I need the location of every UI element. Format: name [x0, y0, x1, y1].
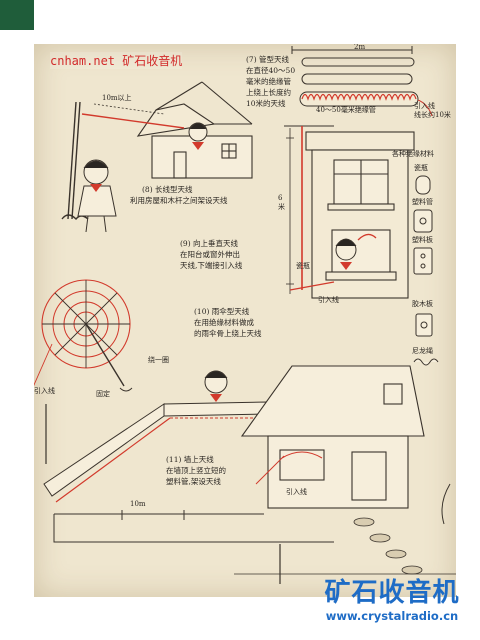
brand-url: www.crystalradio.cn	[325, 609, 459, 623]
wall-antenna-label: (11) 墙上天线 在墙顶上竖立短的 塑料管,架设天线	[166, 455, 226, 486]
lead-wire-bottom: 引入线	[286, 488, 307, 496]
antenna-illustration	[34, 46, 456, 584]
umbrella-antenna-label: (10) 雨伞型天线 在用绝缘材料做成 的雨伞骨上绕上天线	[194, 307, 262, 338]
insulators-title: 各种绝缘材料	[392, 150, 434, 158]
lead-wire-left: 引入线	[34, 387, 55, 395]
corner-mark	[0, 0, 34, 30]
dim-10m-bottom: 10m	[130, 500, 146, 508]
watermark-top: cnham.net 矿石收音机	[50, 52, 183, 69]
brand-logo: 矿石收音机 www.crystalradio.cn	[312, 578, 472, 624]
long-wire-antenna-label: (8) 长线型天线 利用房屋和木杆之间架设天线	[130, 185, 228, 205]
tube-caption: 40～50毫米绝缘管	[316, 106, 376, 114]
vertical-antenna-label: (9) 向上垂直天线 在阳台或窗外伸出 天线,下端接引入线	[180, 239, 243, 270]
ins-plastic-board: 塑料板	[412, 236, 433, 244]
tube-antenna-label: (7) 管型天线 在直径40～50 毫米的绝缘管 上绕上长度约 10米的天线	[246, 55, 296, 108]
dim-10m-top: 10m以上	[102, 94, 132, 102]
lead-wire-top: 引入线 线长约10米	[414, 102, 451, 119]
brand-title: 矿石收音机	[324, 578, 460, 608]
ins-nylon-rope: 尼龙绳	[412, 347, 433, 355]
wrap-once: 绕一圈	[148, 356, 169, 364]
book-page: cnham.net 矿石收音机 (7) 管型天线 在直径40～50 毫米的绝缘管…	[34, 44, 456, 597]
porcelain-bottle: 瓷瓶	[296, 262, 310, 270]
dim-2m: 2m	[354, 44, 366, 51]
ins-porcelain-bottle: 瓷瓶	[414, 164, 428, 172]
ins-plastic-tube: 塑料管	[412, 198, 433, 206]
ins-rubber-board: 胶木板	[412, 300, 433, 308]
fixed-label: 固定	[96, 390, 110, 398]
dim-6m: 6米	[278, 194, 285, 211]
lead-wire-mid: 引入线	[318, 296, 339, 304]
